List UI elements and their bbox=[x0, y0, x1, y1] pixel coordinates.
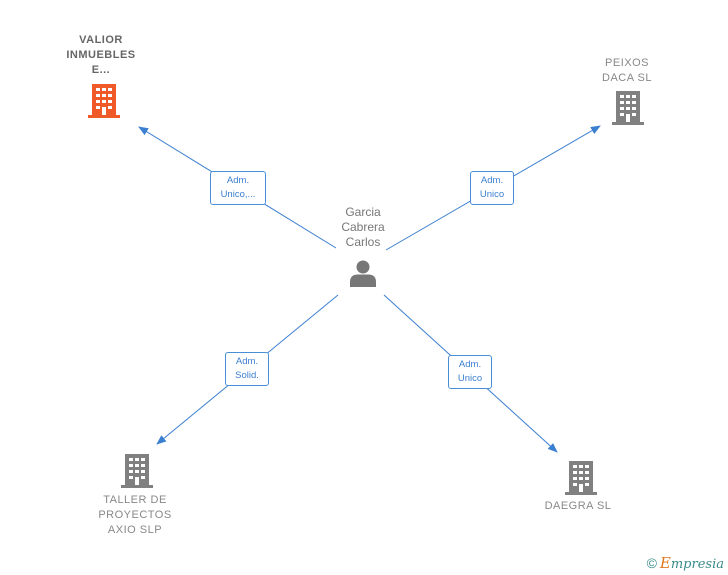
copyright-icon: © bbox=[646, 555, 657, 571]
company-name-line: TALLER DE bbox=[103, 494, 167, 506]
relation-label-valior[interactable]: Adm. Unico,... bbox=[210, 171, 266, 205]
relation-label-line: Unico,... bbox=[220, 189, 256, 200]
person-name-line: Garcia bbox=[345, 205, 381, 219]
person-name-line: Cabrera bbox=[341, 220, 385, 234]
edge-layer bbox=[138, 125, 601, 453]
company-name-line: INMUEBLES bbox=[66, 49, 136, 61]
person-icon[interactable] bbox=[348, 258, 378, 288]
brand-footer[interactable]: ©Empresia bbox=[647, 554, 724, 572]
relation-label-daegra[interactable]: Adm. Unico bbox=[448, 355, 492, 389]
building-icon[interactable] bbox=[87, 83, 121, 119]
relation-label-line: Unico bbox=[479, 189, 505, 200]
relation-label-taller[interactable]: Adm. Solid. bbox=[225, 352, 269, 386]
company-label-taller[interactable]: TALLER DE PROYECTOS AXIO SLP bbox=[85, 493, 185, 538]
company-name-line: DACA SL bbox=[602, 72, 652, 84]
company-name-line: AXIO SLP bbox=[107, 524, 163, 536]
building-icon[interactable] bbox=[120, 453, 154, 489]
person-name[interactable]: Garcia Cabrera Carlos bbox=[333, 205, 393, 250]
company-name-line: PROYECTOS bbox=[98, 509, 172, 521]
company-name-line: E... bbox=[91, 64, 111, 76]
company-label-daegra[interactable]: DAEGRA SL bbox=[528, 499, 628, 514]
person-name-line: Carlos bbox=[345, 235, 381, 249]
company-label-valior[interactable]: VALIOR INMUEBLES E... bbox=[51, 33, 151, 78]
company-name-line: DAEGRA SL bbox=[544, 500, 612, 512]
building-icon[interactable] bbox=[611, 90, 645, 126]
building-icon[interactable] bbox=[564, 460, 598, 496]
relation-label-peixos[interactable]: Adm. Unico bbox=[470, 171, 514, 205]
relation-label-line: Unico bbox=[457, 373, 483, 384]
company-name-line: PEIXOS bbox=[605, 57, 649, 69]
company-label-peixos[interactable]: PEIXOS DACA SL bbox=[577, 56, 677, 86]
brand-logo-text: mpresia bbox=[670, 557, 724, 572]
relation-label-line: Adm. bbox=[458, 359, 482, 370]
relation-label-line: Solid. bbox=[235, 370, 259, 381]
relation-label-line: Adm. bbox=[480, 175, 504, 186]
relation-label-line: Adm. bbox=[226, 175, 250, 186]
relation-label-line: Adm. bbox=[235, 356, 259, 367]
brand-logo-initial: E bbox=[659, 554, 671, 572]
company-name-line: VALIOR bbox=[79, 34, 123, 46]
